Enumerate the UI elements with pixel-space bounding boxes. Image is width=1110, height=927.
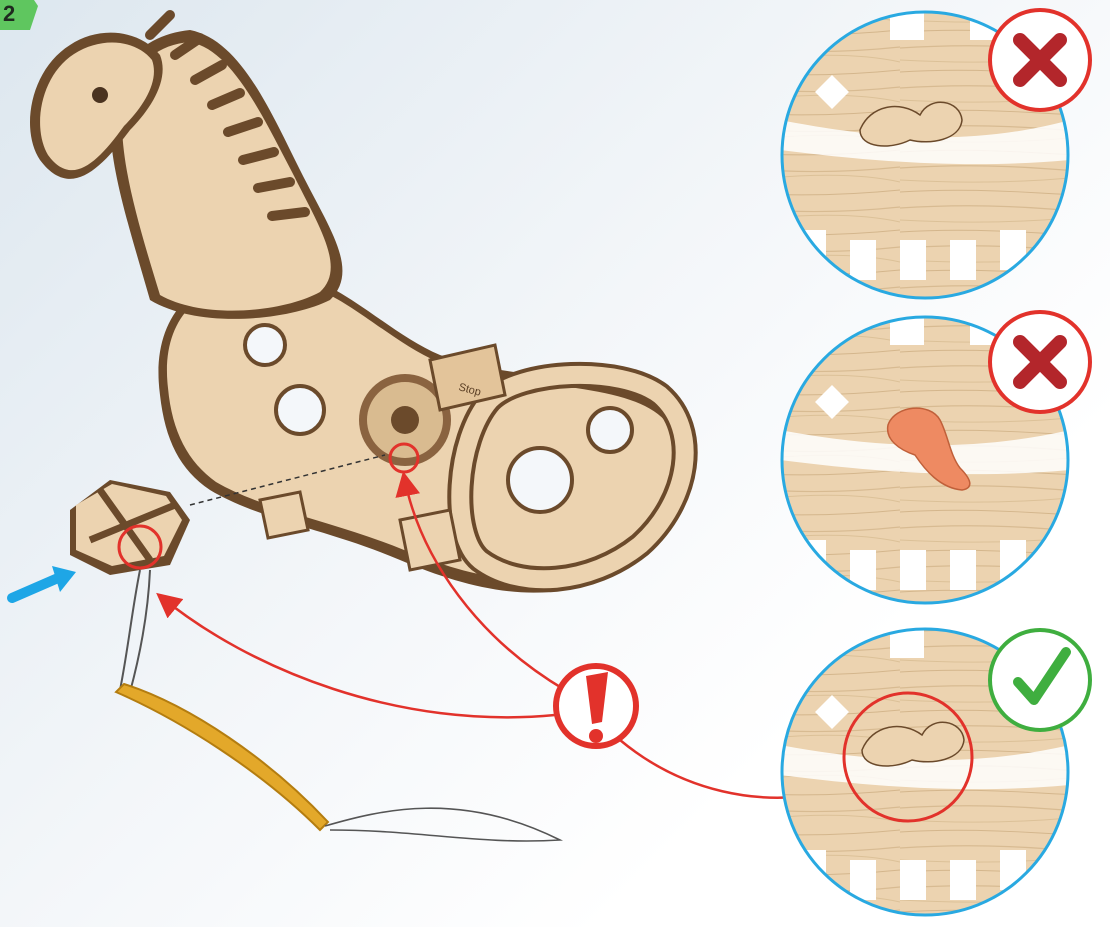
cross-icon: [990, 10, 1090, 110]
body-hole: [588, 408, 632, 452]
cross-icon: [990, 312, 1090, 412]
exclamation-icon: [556, 666, 636, 746]
horse-leg-part: [260, 492, 308, 538]
rubber-band: [116, 684, 328, 830]
horse-eye: [92, 87, 108, 103]
horse-leg-part: [400, 510, 460, 570]
string-loop: [325, 808, 560, 841]
detail-panel-correct: [780, 628, 1090, 927]
body-hole: [508, 448, 572, 512]
detail-panel-incorrect-1: [780, 10, 1090, 310]
arrow-icon: [12, 566, 76, 598]
warning-arrow-to-key: [160, 596, 555, 717]
body-hole: [276, 386, 324, 434]
string: [130, 570, 150, 692]
body-hole: [245, 325, 285, 365]
detail-panel-incorrect-2: [780, 312, 1090, 615]
string: [120, 570, 140, 690]
check-icon: [990, 630, 1090, 730]
